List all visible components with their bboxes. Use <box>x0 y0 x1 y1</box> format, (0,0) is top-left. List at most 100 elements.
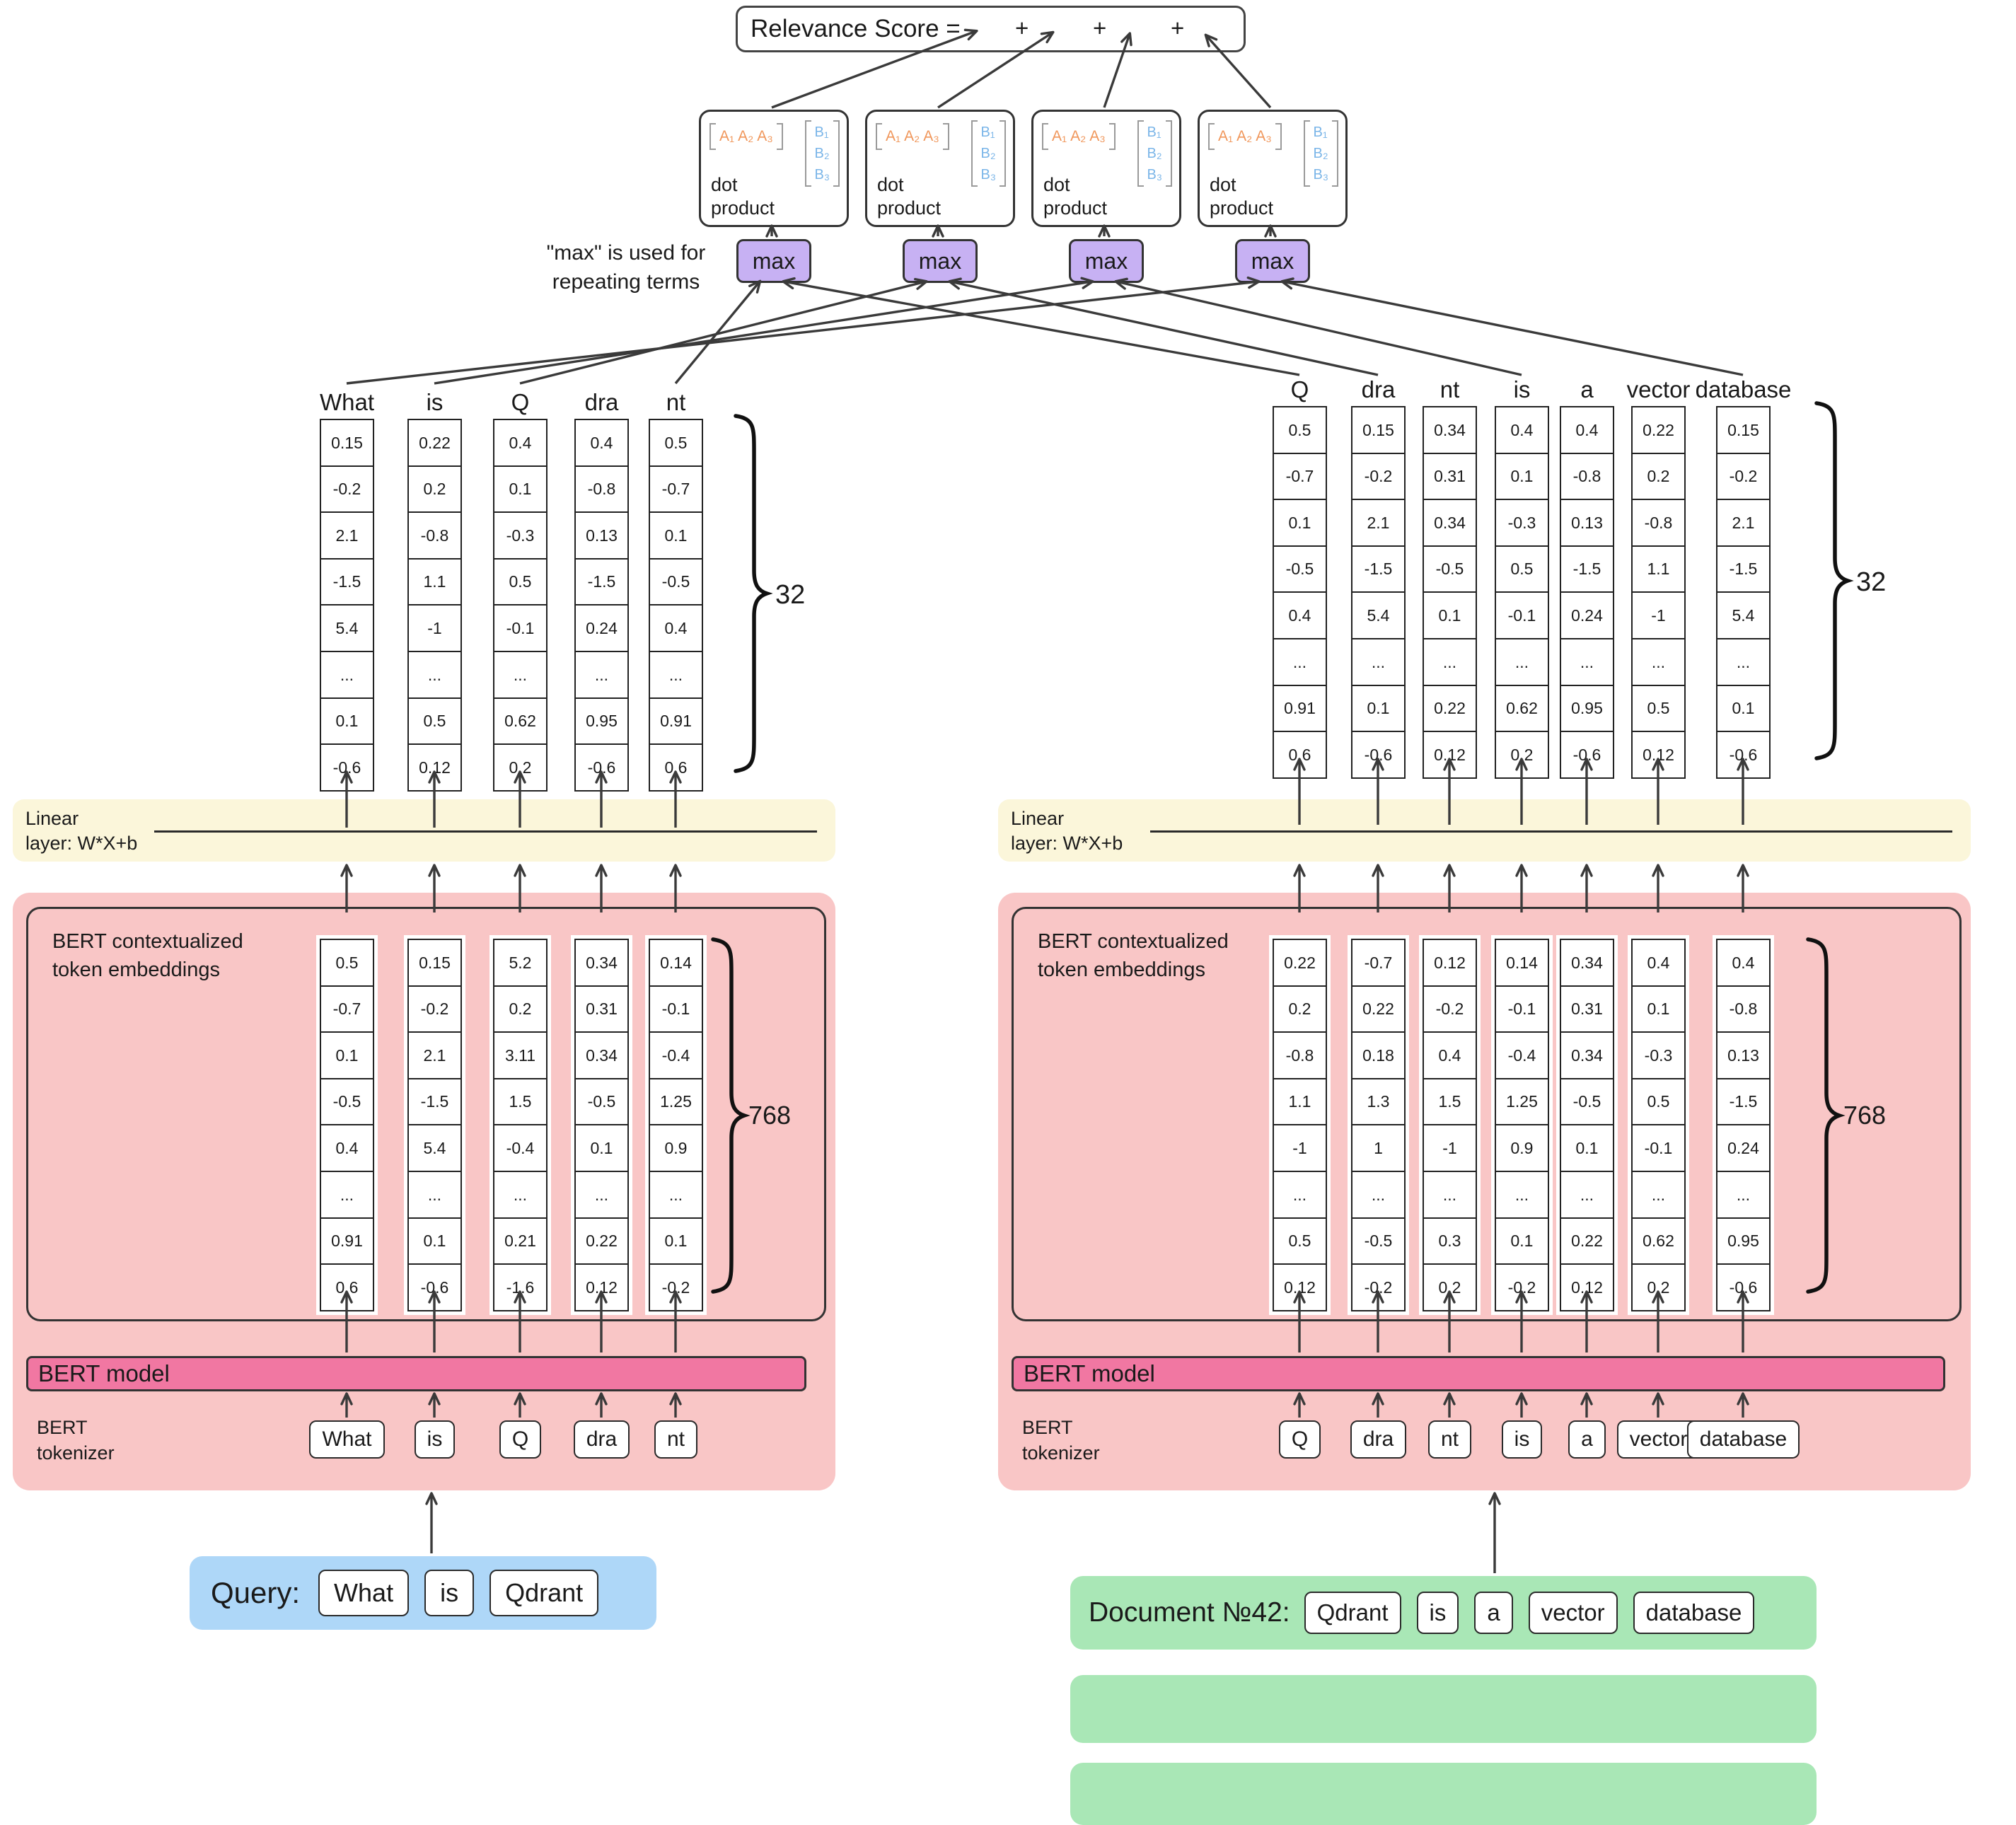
vector-value: ... <box>1716 638 1771 687</box>
vector-value: 2.1 <box>407 1031 462 1080</box>
vector-value: 0.5 <box>1495 545 1549 593</box>
tokenizer-token: dra <box>1350 1420 1407 1459</box>
left-bracket <box>804 120 811 187</box>
query-token-label: What <box>319 389 375 415</box>
left-bracket <box>1303 120 1310 187</box>
b-element: B₃ <box>814 167 830 182</box>
vector-value: -0.8 <box>574 465 629 514</box>
vector-value: -0.2 <box>1716 452 1771 501</box>
vector-value: 0.4 <box>493 419 548 467</box>
vector-value: 0.1 <box>407 1217 462 1265</box>
vector-value: 0.24 <box>574 604 629 653</box>
vector-value: 0.2 <box>1423 1263 1477 1312</box>
query-vector-column: Q 0.4 0.1 -0.3 0.5 -0.1 ... 0.62 0.2 <box>493 388 548 792</box>
vector-value: ... <box>1423 638 1477 687</box>
query-token-label: dra <box>584 389 619 415</box>
document-token-label: Q <box>1290 376 1309 402</box>
vector-value: 0.22 <box>1351 985 1406 1033</box>
vector-value: ... <box>574 651 629 700</box>
vector-value: 0.22 <box>1631 406 1686 454</box>
vector-value: -0.8 <box>1560 452 1614 501</box>
left-bracket <box>876 123 882 150</box>
a-element: A₂ <box>738 128 754 144</box>
b-element: B₁ <box>980 124 995 140</box>
right-bracket <box>1166 120 1172 187</box>
vector-value: 0.4 <box>1495 406 1549 454</box>
dot-product-label-line1: dot <box>1210 174 1236 195</box>
vector-value: 0.4 <box>574 419 629 467</box>
vector-value: 0.1 <box>320 1031 374 1080</box>
a-element: A₃ <box>923 128 939 144</box>
query-token-label: nt <box>666 389 686 415</box>
vector-value: 0.4 <box>1631 939 1686 987</box>
document-token-label: dra <box>1361 376 1396 402</box>
b-element: B₁ <box>1147 124 1161 140</box>
query-vector-column: nt 0.5 -0.7 0.1 -0.5 0.4 ... 0.91 0.6 <box>649 388 703 792</box>
left-bracket <box>1042 123 1048 150</box>
left-bracket <box>709 123 716 150</box>
max-box: max <box>903 239 978 283</box>
vector-value: -1 <box>1631 591 1686 640</box>
vector-value: -0.7 <box>1351 939 1406 987</box>
vector-value: 5.4 <box>407 1124 462 1173</box>
query-input-token: is <box>424 1570 475 1616</box>
plus-sign: + <box>1093 15 1107 41</box>
vector-value: -0.2 <box>1423 985 1477 1033</box>
b-element: B₂ <box>1147 146 1162 161</box>
bert-embedding-column: 0.22 0.2 -0.8 1.1 -1 ... 0.5 0.12 <box>1269 935 1331 1316</box>
vector-value: ... <box>407 1171 462 1219</box>
vector-value: 0.95 <box>1716 1217 1771 1265</box>
vector-value: ... <box>1560 1171 1614 1219</box>
vector-value: 0.95 <box>1560 684 1614 733</box>
vector-value: 0.12 <box>1273 1263 1327 1312</box>
vector-value: -1.5 <box>1351 545 1406 593</box>
linear-layer-label: Linear layer: W*X+b <box>1011 808 1123 854</box>
vector-value: -0.3 <box>1495 499 1549 548</box>
query-row-vector: A₁ A₂ A₃ <box>1208 123 1282 150</box>
a-element: A₃ <box>1089 128 1106 144</box>
bert-embedding-column: 0.5 -0.7 0.1 -0.5 0.4 ... 0.91 0.6 <box>316 935 378 1316</box>
vector-value: 0.22 <box>1273 939 1327 987</box>
vector-value: 0.1 <box>1351 684 1406 733</box>
vector-value: -1.5 <box>574 557 629 606</box>
vector-value: 0.12 <box>1560 1263 1614 1312</box>
document-token-label: database <box>1695 376 1792 402</box>
vector-value: -0.6 <box>1716 731 1771 780</box>
vector-value: 1.1 <box>1631 545 1686 593</box>
vector-value: 0.1 <box>1273 499 1327 548</box>
max-box: max <box>736 239 811 283</box>
vector-value: 3.11 <box>493 1031 548 1080</box>
b-element: B₃ <box>1147 167 1162 182</box>
vector-value: -0.1 <box>1495 985 1549 1033</box>
vector-value: 0.4 <box>1423 1031 1477 1080</box>
vector-value: 0.2 <box>493 743 548 792</box>
dot-product-box: A₁ A₂ A₃ B₁ B₂ B₃ dot product <box>1031 110 1181 227</box>
vector-value: 0.21 <box>493 1217 548 1265</box>
b-element: B₁ <box>814 124 829 140</box>
document-column-vector: B₁ B₂ B₃ <box>1137 120 1172 187</box>
vector-value: -0.5 <box>1351 1217 1406 1265</box>
document-vector-column: dra 0.15 -0.2 2.1 -1.5 5.4 ... 0.1 -0.6 <box>1351 375 1406 780</box>
vector-value: ... <box>320 1171 374 1219</box>
a-element: A₁ <box>1052 128 1067 144</box>
bert-embedding-column: 0.14 -0.1 -0.4 1.25 0.9 ... 0.1 -0.2 <box>645 935 707 1316</box>
bert-tokenizer-label: BERT tokenizer <box>37 1417 115 1464</box>
left-bracket <box>1137 120 1144 187</box>
query-dim-label: 32 <box>775 580 806 610</box>
vector-value: -1.5 <box>1716 1077 1771 1126</box>
document-placeholder-box <box>1070 1675 1817 1743</box>
vector-value: 0.15 <box>407 939 462 987</box>
vector-value: 0.22 <box>1423 684 1477 733</box>
vector-value: -1.6 <box>493 1263 548 1312</box>
vector-value: 0.2 <box>493 985 548 1033</box>
vector-value: 0.1 <box>1560 1124 1614 1173</box>
vector-value: 1.1 <box>407 557 462 606</box>
dot-product-label-line1: dot <box>711 174 738 195</box>
a-element: A₃ <box>757 128 773 144</box>
bert-contextualized-label: BERT contextualized token embeddings <box>52 930 243 982</box>
vector-value: 0.4 <box>1716 939 1771 987</box>
vector-value: 1 <box>1351 1124 1406 1173</box>
vector-value: 0.14 <box>1495 939 1549 987</box>
